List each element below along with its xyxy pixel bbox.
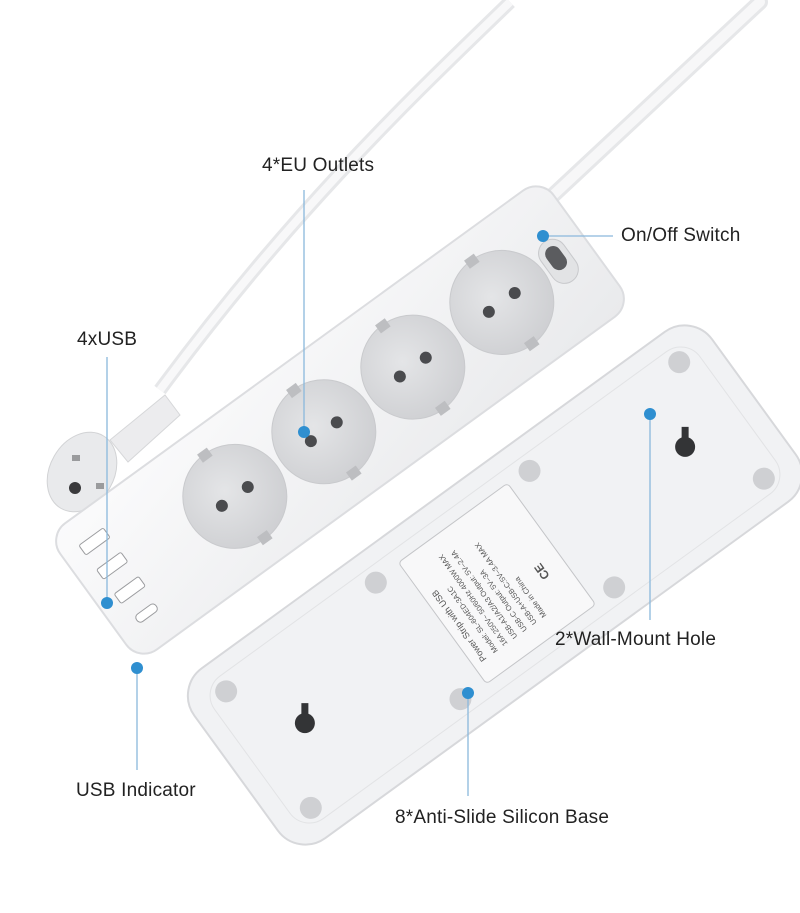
- usb-callout: 4xUSB: [77, 329, 138, 350]
- wall-mount-callout: 2*Wall-Mount Hole: [555, 629, 717, 650]
- switch-marker: [537, 230, 549, 242]
- callout-pointers: [101, 190, 656, 796]
- power-switch: [538, 238, 579, 284]
- eu-outlet: [449, 249, 555, 355]
- front-power-strip: [55, 185, 625, 655]
- eu-outlet: [271, 379, 377, 485]
- rating-label: [399, 484, 595, 683]
- silicon-foot: [752, 467, 775, 490]
- back-power-strip: Power Strip with USB Model: SL-604ED-3A1…: [186, 324, 800, 846]
- outlets-marker: [298, 426, 310, 438]
- eu-outlet: [182, 443, 288, 549]
- switch-callout: On/Off Switch: [621, 225, 741, 246]
- usb-indicator-marker: [131, 662, 143, 674]
- usb-ports: [79, 528, 158, 623]
- schuko-plug: [46, 394, 181, 513]
- wall-mount-hole: [294, 703, 315, 734]
- power-cable: [154, 0, 768, 395]
- usb-marker: [101, 597, 113, 609]
- eu-outlet: [360, 314, 466, 420]
- anti-slide-callout: 8*Anti-Slide Silicon Base: [395, 807, 610, 828]
- usb-indicator-callout: USB Indicator: [76, 780, 196, 801]
- anti-slide-marker: [462, 687, 474, 699]
- silicon-foot: [299, 796, 322, 819]
- silicon-foot: [668, 351, 691, 374]
- outlets-callout: 4*EU Outlets: [262, 155, 375, 176]
- wall-mount-marker: [644, 408, 656, 420]
- silicon-foot: [518, 459, 541, 482]
- silicon-foot: [603, 576, 626, 599]
- wall-mount-hole: [675, 426, 696, 457]
- silicon-foot: [215, 680, 238, 703]
- silicon-foot: [364, 571, 387, 594]
